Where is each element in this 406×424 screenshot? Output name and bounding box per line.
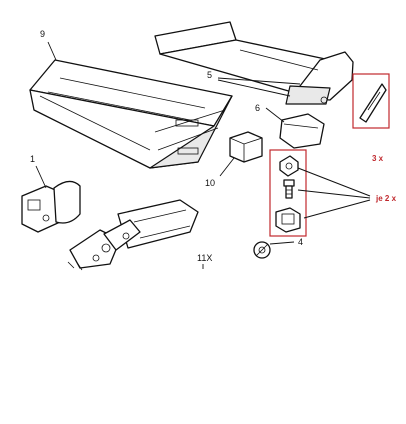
leader-je2x-a [297, 189, 371, 199]
label-3x: 3 x [372, 154, 384, 163]
leader-10 [219, 157, 235, 177]
callout-5: 5 [207, 70, 212, 80]
callout-6: 6 [255, 103, 260, 113]
part-9-carton [29, 59, 233, 169]
leader-6 [265, 107, 285, 123]
callout-1: 1 [30, 154, 35, 164]
leader-5b [217, 79, 291, 97]
callout-4: 4 [298, 237, 303, 247]
hinge-arm-assembly [67, 199, 199, 271]
highlight-box-je2x [269, 149, 307, 237]
clip-3x-part [359, 83, 387, 123]
fastener-bracket [275, 207, 301, 233]
rear-spoiler [154, 21, 354, 105]
leader-je2x-c [297, 167, 371, 197]
leader-5a [217, 77, 301, 85]
callout-9: 9 [40, 29, 45, 39]
leader-je2x-b [303, 199, 371, 219]
part-6-end-cap [279, 113, 325, 149]
part-4-push-clip [253, 241, 271, 259]
callout-10: 10 [205, 178, 215, 188]
leader-4 [269, 241, 295, 245]
callout-11x: 11X [197, 253, 212, 263]
fastener-screw [283, 179, 295, 199]
part-1-bracket [21, 180, 81, 233]
part-10-foam-pad [229, 131, 263, 163]
fastener-nut [279, 155, 299, 177]
highlight-box-3x [352, 73, 390, 129]
label-je2x: je 2 x [375, 194, 397, 203]
leader-1 [35, 165, 47, 189]
leader-9 [47, 41, 57, 61]
